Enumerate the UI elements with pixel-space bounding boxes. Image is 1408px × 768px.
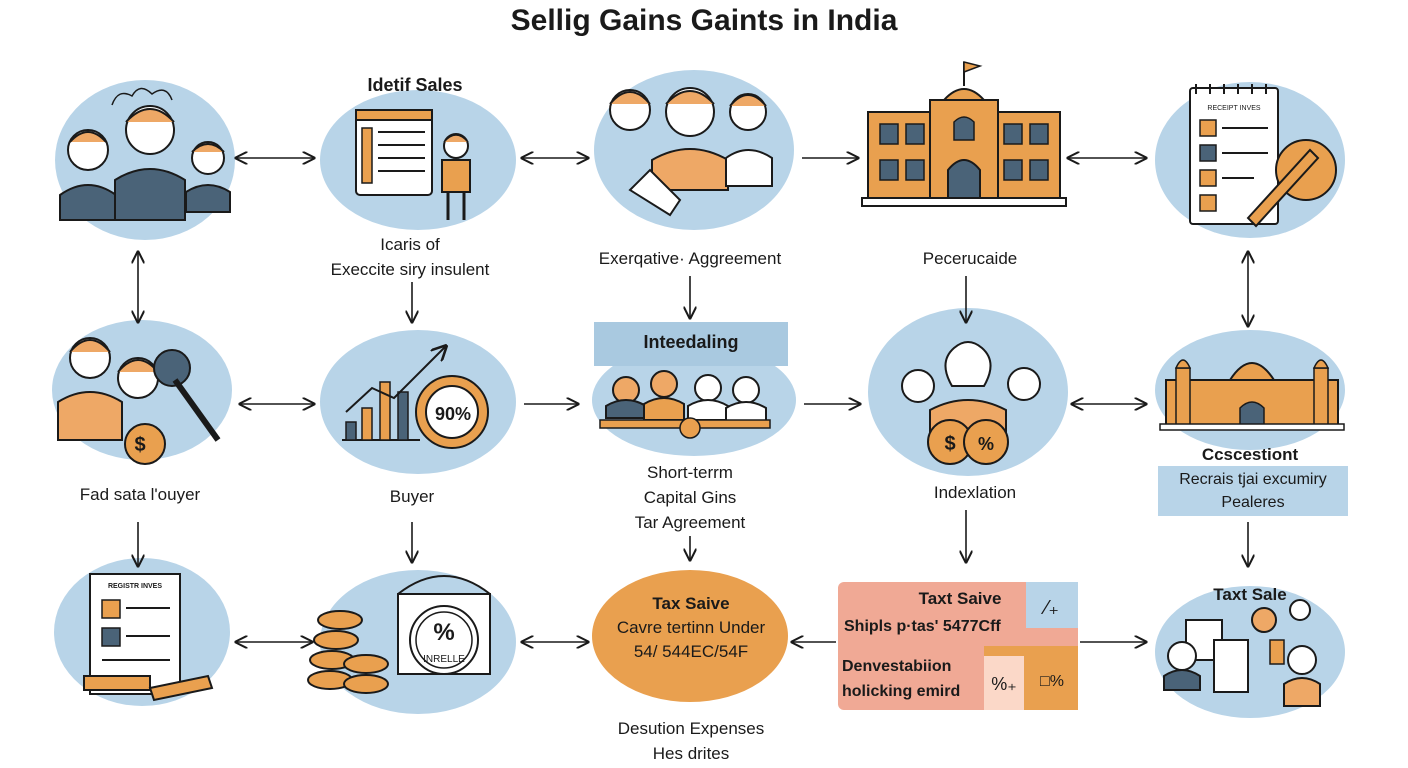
label-denvest-line2: holicking emird	[842, 683, 961, 700]
percent-coin-index: %	[978, 434, 994, 454]
page-title: Sellig Gains Gaints in India	[510, 4, 898, 37]
coin-stamp-text: INRELLE	[423, 654, 465, 665]
label-tax-saive-orange-line1: Tax Saive	[652, 594, 730, 613]
dollar-coin-text: $	[134, 434, 145, 456]
label-short-term-line3: Tar Agreement	[634, 513, 746, 532]
label-recrais-line1: Recrais tjai excumiry	[1179, 471, 1327, 488]
node-people-group	[55, 80, 235, 240]
badge-90-percent: 90%	[435, 404, 471, 424]
label-taxt-saive: Taxt Saive	[918, 589, 1002, 608]
label-fad-sata-buyer: Fad sata l'ouyer	[79, 485, 201, 504]
label-taxt-sale: Taxt Sale	[1213, 585, 1287, 604]
banner-inteedaling: Inteedaling	[594, 322, 788, 366]
label-denvest-line1: Denvestabiion	[842, 658, 952, 675]
label-short-term: Short-terrm Capital Gins Tar Agreement	[580, 460, 800, 535]
label-short-term-line1: Short-terrm	[647, 463, 733, 482]
badge-slash-text: ⁄₊	[1040, 597, 1059, 619]
label-icaris: Icaris of Execcite siry insulent	[290, 232, 530, 282]
label-desution-line2: Hes drites	[652, 744, 730, 763]
label-buyer: Buyer	[389, 487, 435, 506]
badge-pct3-text: □%	[1040, 673, 1064, 690]
node-taxt-sale	[1155, 586, 1345, 718]
label-icaris-line1: Icaris of	[380, 235, 440, 254]
node-identify-sales	[320, 90, 516, 230]
label-tax-saive-orange: Tax Saive Cavre tertinn Under 54/ 544EC/…	[596, 592, 786, 664]
label-pecerucaide: Pecerucaide	[922, 249, 1018, 268]
node-coins	[307, 570, 516, 714]
label-identify-sales: Idetif Sales	[367, 75, 463, 95]
label-ccscestiont: Ccscestiont	[1201, 445, 1299, 464]
node-checklist	[1155, 82, 1345, 238]
label-desution-line1: Desution Expenses	[617, 719, 765, 738]
checklist-doc-title: RECEIPT INVES	[1207, 105, 1260, 112]
label-short-term-line2: Capital Gins	[643, 488, 737, 507]
label-icaris-line2: Execcite siry insulent	[330, 260, 490, 279]
node-buyer-chart	[320, 330, 516, 474]
node-tax-saive-orange	[592, 570, 788, 702]
label-desution: Desution Expenses Hes drites	[576, 716, 806, 766]
node-registration-docs	[54, 558, 230, 706]
node-inteedaling	[592, 344, 796, 456]
badge-pct2-text: %₊	[991, 674, 1017, 694]
label-tax-saive-orange-line2: Cavre tertinn Under	[616, 618, 766, 637]
registration-doc-title: REGISTR INVES	[108, 583, 162, 590]
node-palace	[1155, 330, 1345, 450]
node-taxt-saive-pink	[838, 582, 1078, 710]
label-recrais-box: Recrais tjai excumiry Pealeres	[1158, 466, 1348, 516]
node-buyer-people	[52, 320, 232, 465]
percent-stamp-text: %	[433, 619, 454, 646]
node-building	[861, 61, 1067, 207]
label-shipls: Shipls p·tas' 5477Cff	[844, 618, 1001, 635]
dollar-coin-index: $	[944, 433, 955, 455]
label-indexlation: Indexlation	[933, 483, 1017, 502]
node-exec-agreement	[594, 70, 794, 230]
node-indexlation	[868, 308, 1068, 476]
label-exec-agreement: Exerqative· Aggreement	[598, 249, 782, 268]
label-recrais-line2: Pealeres	[1221, 494, 1285, 511]
label-tax-saive-orange-line3: 54/ 544EC/54F	[633, 642, 749, 661]
label-denvest: Denvestabiion holicking emird	[842, 654, 982, 704]
